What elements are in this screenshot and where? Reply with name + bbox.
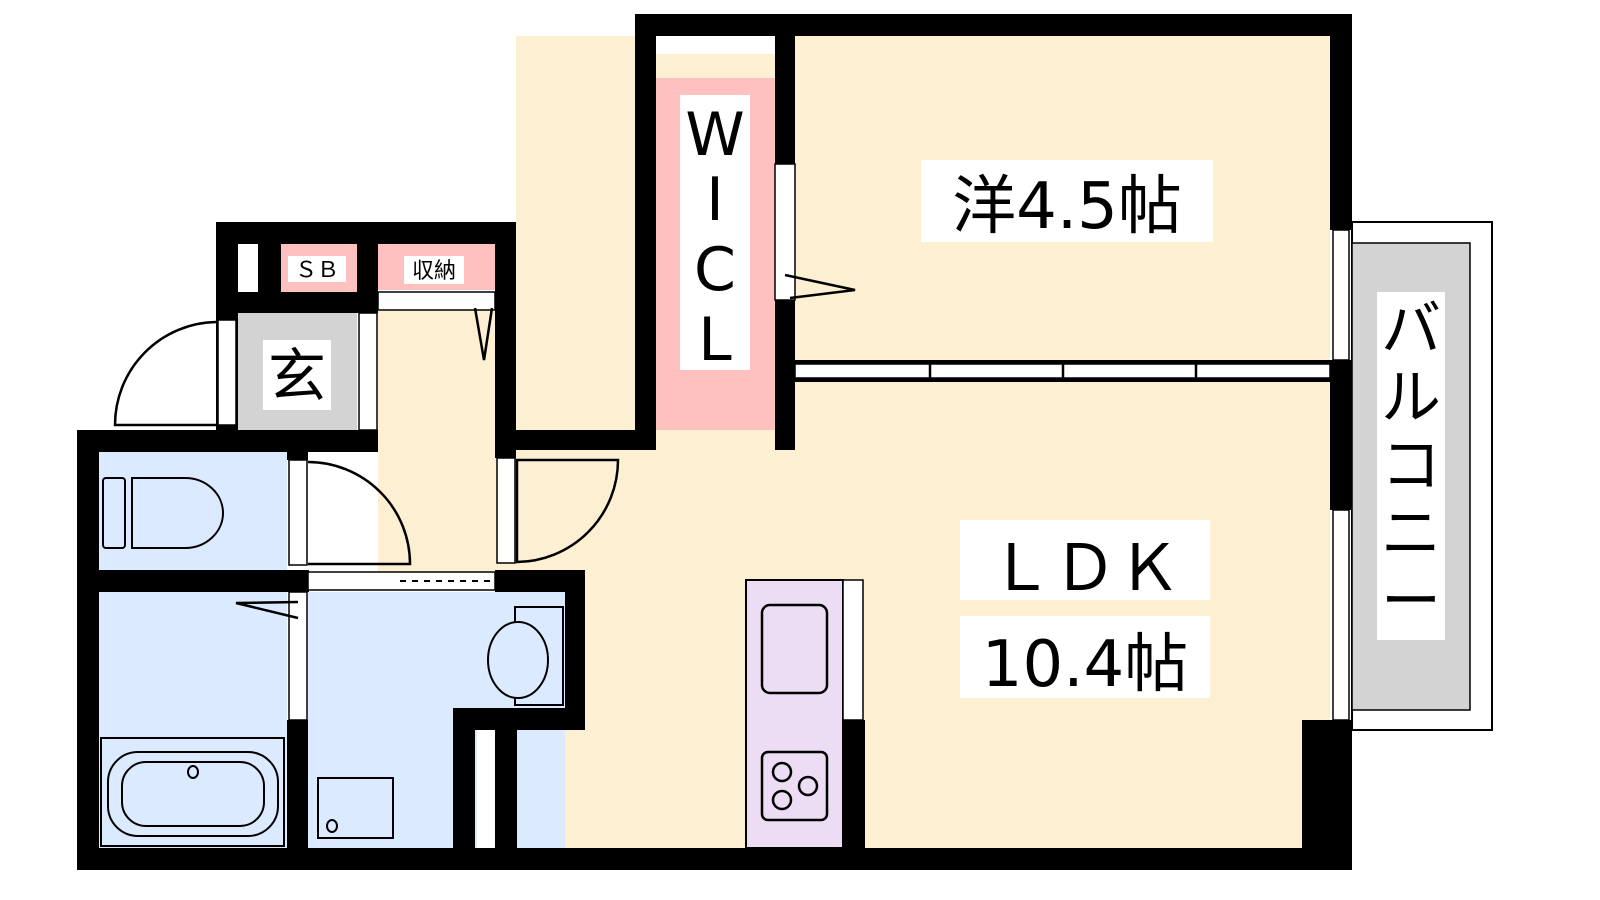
shoe-box-label: ＳＢ (295, 258, 339, 283)
wic-letter: I (706, 165, 724, 235)
storage-label: 収納 (412, 259, 456, 284)
washing-machine-icon (317, 777, 394, 839)
wic-letter: L (698, 305, 732, 375)
hallway-floor (378, 310, 516, 572)
bath-door (288, 591, 308, 721)
toilet-icon (102, 477, 224, 549)
bathtub-icon (100, 737, 285, 847)
ldk-label: ＬＤＫ (989, 532, 1181, 606)
balcony-letter: ー (1381, 567, 1441, 637)
wic-letter: W (685, 100, 744, 170)
wic-door (774, 163, 796, 301)
storage-door-swing (473, 307, 494, 361)
washbasin-icon (487, 606, 564, 706)
wic-shelf (656, 36, 775, 54)
entrance-label: 玄 (268, 342, 326, 410)
storage-door (377, 291, 496, 311)
stove (760, 750, 829, 822)
burner-icon (771, 789, 793, 811)
burner-icon (771, 761, 793, 783)
kitchen-side (842, 579, 864, 721)
balcony-letter: ニ (1381, 499, 1441, 569)
wic-letter: C (694, 235, 736, 305)
western-room-label: 洋4.5帖 (952, 170, 1182, 244)
toilet-door-swing (307, 460, 412, 566)
toilet-floor (99, 452, 287, 570)
ldk-door-swing (515, 458, 620, 564)
front-door-swing (113, 320, 217, 427)
balcony-letter: ル (1381, 363, 1441, 433)
balcony-letter: バ (1381, 295, 1441, 365)
window-ldk[interactable] (1332, 509, 1350, 721)
sink (760, 603, 829, 695)
window-western[interactable] (1332, 229, 1350, 361)
kitchen-counter (745, 579, 844, 849)
balcony-letter: コ (1381, 431, 1441, 501)
burner-icon (797, 775, 819, 797)
ldk-size-label: 10.4帖 (982, 628, 1189, 702)
wic-door-swing (784, 273, 856, 300)
